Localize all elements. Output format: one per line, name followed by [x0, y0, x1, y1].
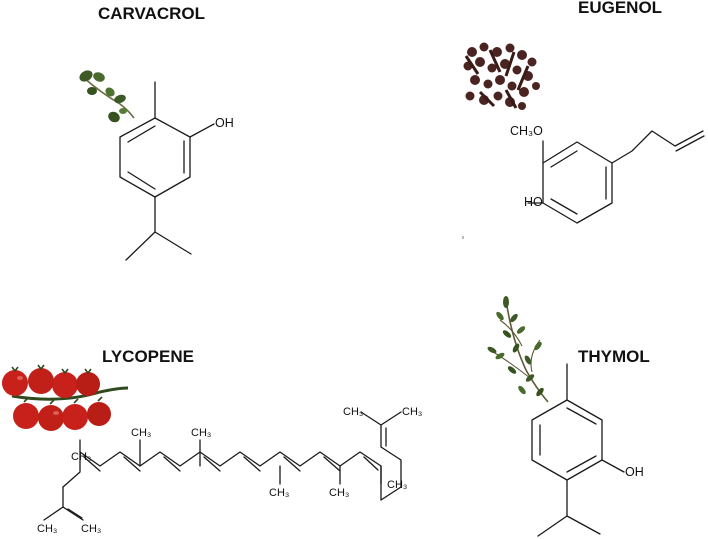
carvacrol-hydroxyl-label: OH	[215, 116, 234, 130]
lycopene-methyl-label-10: CH₃	[81, 523, 101, 535]
thyme-sprig-icon	[487, 296, 549, 403]
thymol-structure	[531, 363, 625, 537]
thymol-hydroxyl-label: OH	[625, 465, 644, 479]
lycopene-title: LYCOPENE	[102, 347, 194, 366]
eugenol-title: EUGENOL	[578, 0, 662, 17]
cherry-tomatoes-icon	[2, 364, 129, 431]
lycopene-structure	[43, 411, 402, 521]
cloves-icon	[463, 42, 540, 110]
lycopene-methyl-label-5: CH₃	[329, 487, 349, 499]
carvacrol-title: CARVACROL	[98, 4, 205, 23]
lycopene-panel: LYCOPENE	[2, 347, 422, 535]
lycopene-methyl-label-1: CH₃	[71, 451, 91, 463]
lycopene-methyl-label-7: CH₃	[343, 406, 363, 418]
lycopene-methyl-label-8: CH₃	[402, 406, 422, 418]
thymol-panel: THYMOL	[487, 296, 650, 537]
eugenol-hydroxyl-label: HO	[524, 195, 543, 209]
lycopene-methyl-label-6: CH₃	[387, 479, 407, 491]
lycopene-methyl-label-3: CH₃	[191, 427, 211, 439]
lycopene-methyl-label-4: CH₃	[269, 487, 289, 499]
eugenol-methoxy-label: CH₃O	[510, 124, 543, 138]
carvacrol-structure	[119, 81, 215, 261]
eugenol-panel: EUGENOL CH₃O HO	[463, 0, 705, 224]
eugenol-structure	[527, 130, 705, 224]
stray-mark	[462, 236, 464, 239]
lycopene-methyl-label-2: CH₃	[131, 427, 151, 439]
thymol-title: THYMOL	[578, 347, 650, 366]
oregano-sprig-icon	[79, 70, 135, 123]
lycopene-methyl-label-9: CH₃	[37, 523, 57, 535]
carvacrol-panel: CARVACROL OH	[79, 4, 234, 261]
